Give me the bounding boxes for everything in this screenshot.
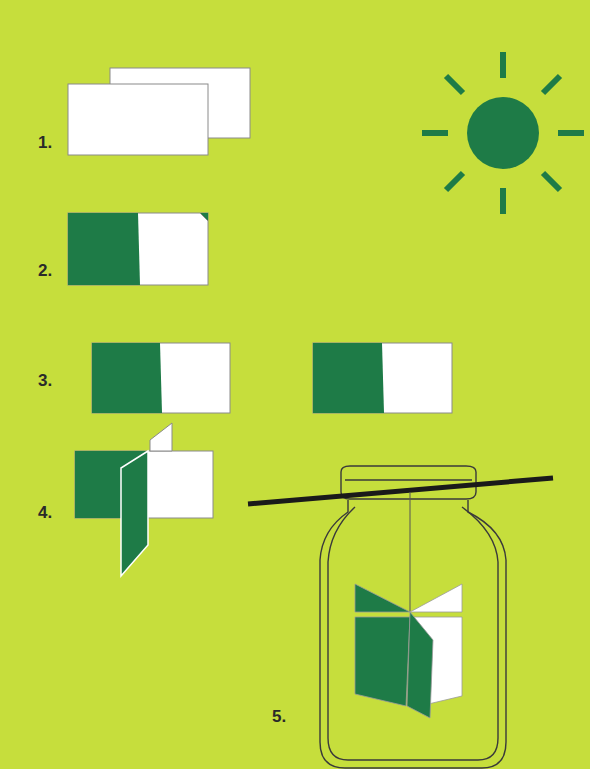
paper-pinwheel	[355, 584, 462, 718]
step-number: 3.	[38, 372, 52, 389]
painted-sheet	[68, 213, 208, 285]
step-number: 4.	[38, 504, 52, 521]
joined-pieces	[75, 423, 213, 576]
paper-sheets	[68, 68, 250, 155]
step-number: 1.	[38, 134, 52, 151]
glass-jar	[320, 466, 506, 768]
sun-symbol	[422, 52, 584, 214]
step-number: 2.	[38, 262, 52, 279]
step-number: 5.	[272, 708, 286, 725]
cut-pieces	[92, 343, 452, 413]
thread	[410, 492, 411, 612]
stick	[248, 478, 553, 504]
